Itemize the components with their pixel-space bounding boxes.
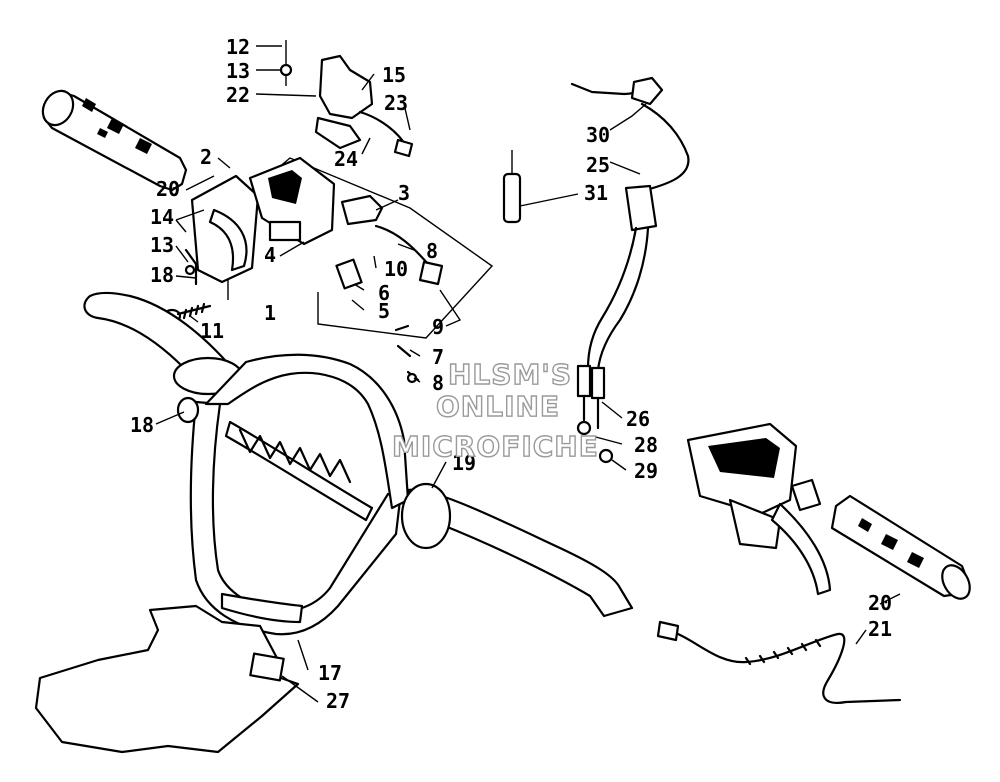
- callout-10: 10: [384, 257, 408, 281]
- leader-lines: [155, 45, 901, 703]
- callout-12: 12: [226, 35, 250, 59]
- callout-9: 9: [432, 315, 444, 339]
- throttle-lever-assembly: [279, 40, 414, 158]
- callout-5: 5: [378, 299, 390, 323]
- left-grip: [41, 89, 188, 192]
- watermark: HLSM'S ONLINE MICROFICHE: [391, 357, 599, 463]
- callout-4: 4: [264, 243, 276, 267]
- callout-7: 7: [432, 345, 444, 369]
- callout-26: 26: [626, 407, 650, 431]
- callout-21: 21: [868, 617, 892, 641]
- handlebar: [83, 291, 634, 636]
- callout-28: 28: [634, 433, 658, 457]
- watermark-line-1: HLSM'S: [448, 358, 572, 391]
- tether-cord: [656, 620, 902, 704]
- callout-labels: 12 13 22 15 23 24 2 20 14 13 18 11 1 4 3…: [130, 35, 892, 713]
- brake-cable: [570, 76, 690, 464]
- watermark-line-2: ONLINE: [436, 390, 560, 423]
- callout-18: 18: [130, 413, 154, 437]
- callout-23: 23: [384, 91, 408, 115]
- callout-8: 8: [426, 239, 438, 263]
- callout-25: 25: [586, 153, 610, 177]
- callout-24: 24: [334, 147, 358, 171]
- callout-2: 2: [200, 145, 212, 169]
- callout-19: 19: [452, 451, 476, 475]
- callout-20: 20: [156, 177, 180, 201]
- cable-adjuster: [502, 150, 522, 224]
- callout-18: 18: [150, 263, 174, 287]
- brake-master-cylinder: [686, 422, 832, 596]
- callout-14: 14: [150, 205, 174, 229]
- callout-3: 3: [398, 181, 410, 205]
- callout-17: 17: [318, 661, 342, 685]
- callout-20: 20: [868, 591, 892, 615]
- right-grip: [830, 494, 971, 600]
- callout-8: 8: [432, 371, 444, 395]
- handlebar-pad: [34, 604, 300, 754]
- switch-housing-halves: [190, 156, 336, 284]
- watermark-line-3: MICROFICHE: [392, 430, 599, 463]
- callout-13: 13: [150, 233, 174, 257]
- callout-6: 6: [378, 281, 390, 305]
- callout-31: 31: [584, 181, 608, 205]
- callout-29: 29: [634, 459, 658, 483]
- callout-22: 22: [226, 83, 250, 107]
- callout-1: 1: [264, 301, 276, 325]
- callout-30: 30: [586, 123, 610, 147]
- callout-27: 27: [326, 689, 350, 713]
- switch-components: [335, 194, 444, 384]
- callout-11: 11: [200, 319, 224, 343]
- callout-13: 13: [226, 59, 250, 83]
- callout-15: 15: [382, 63, 406, 87]
